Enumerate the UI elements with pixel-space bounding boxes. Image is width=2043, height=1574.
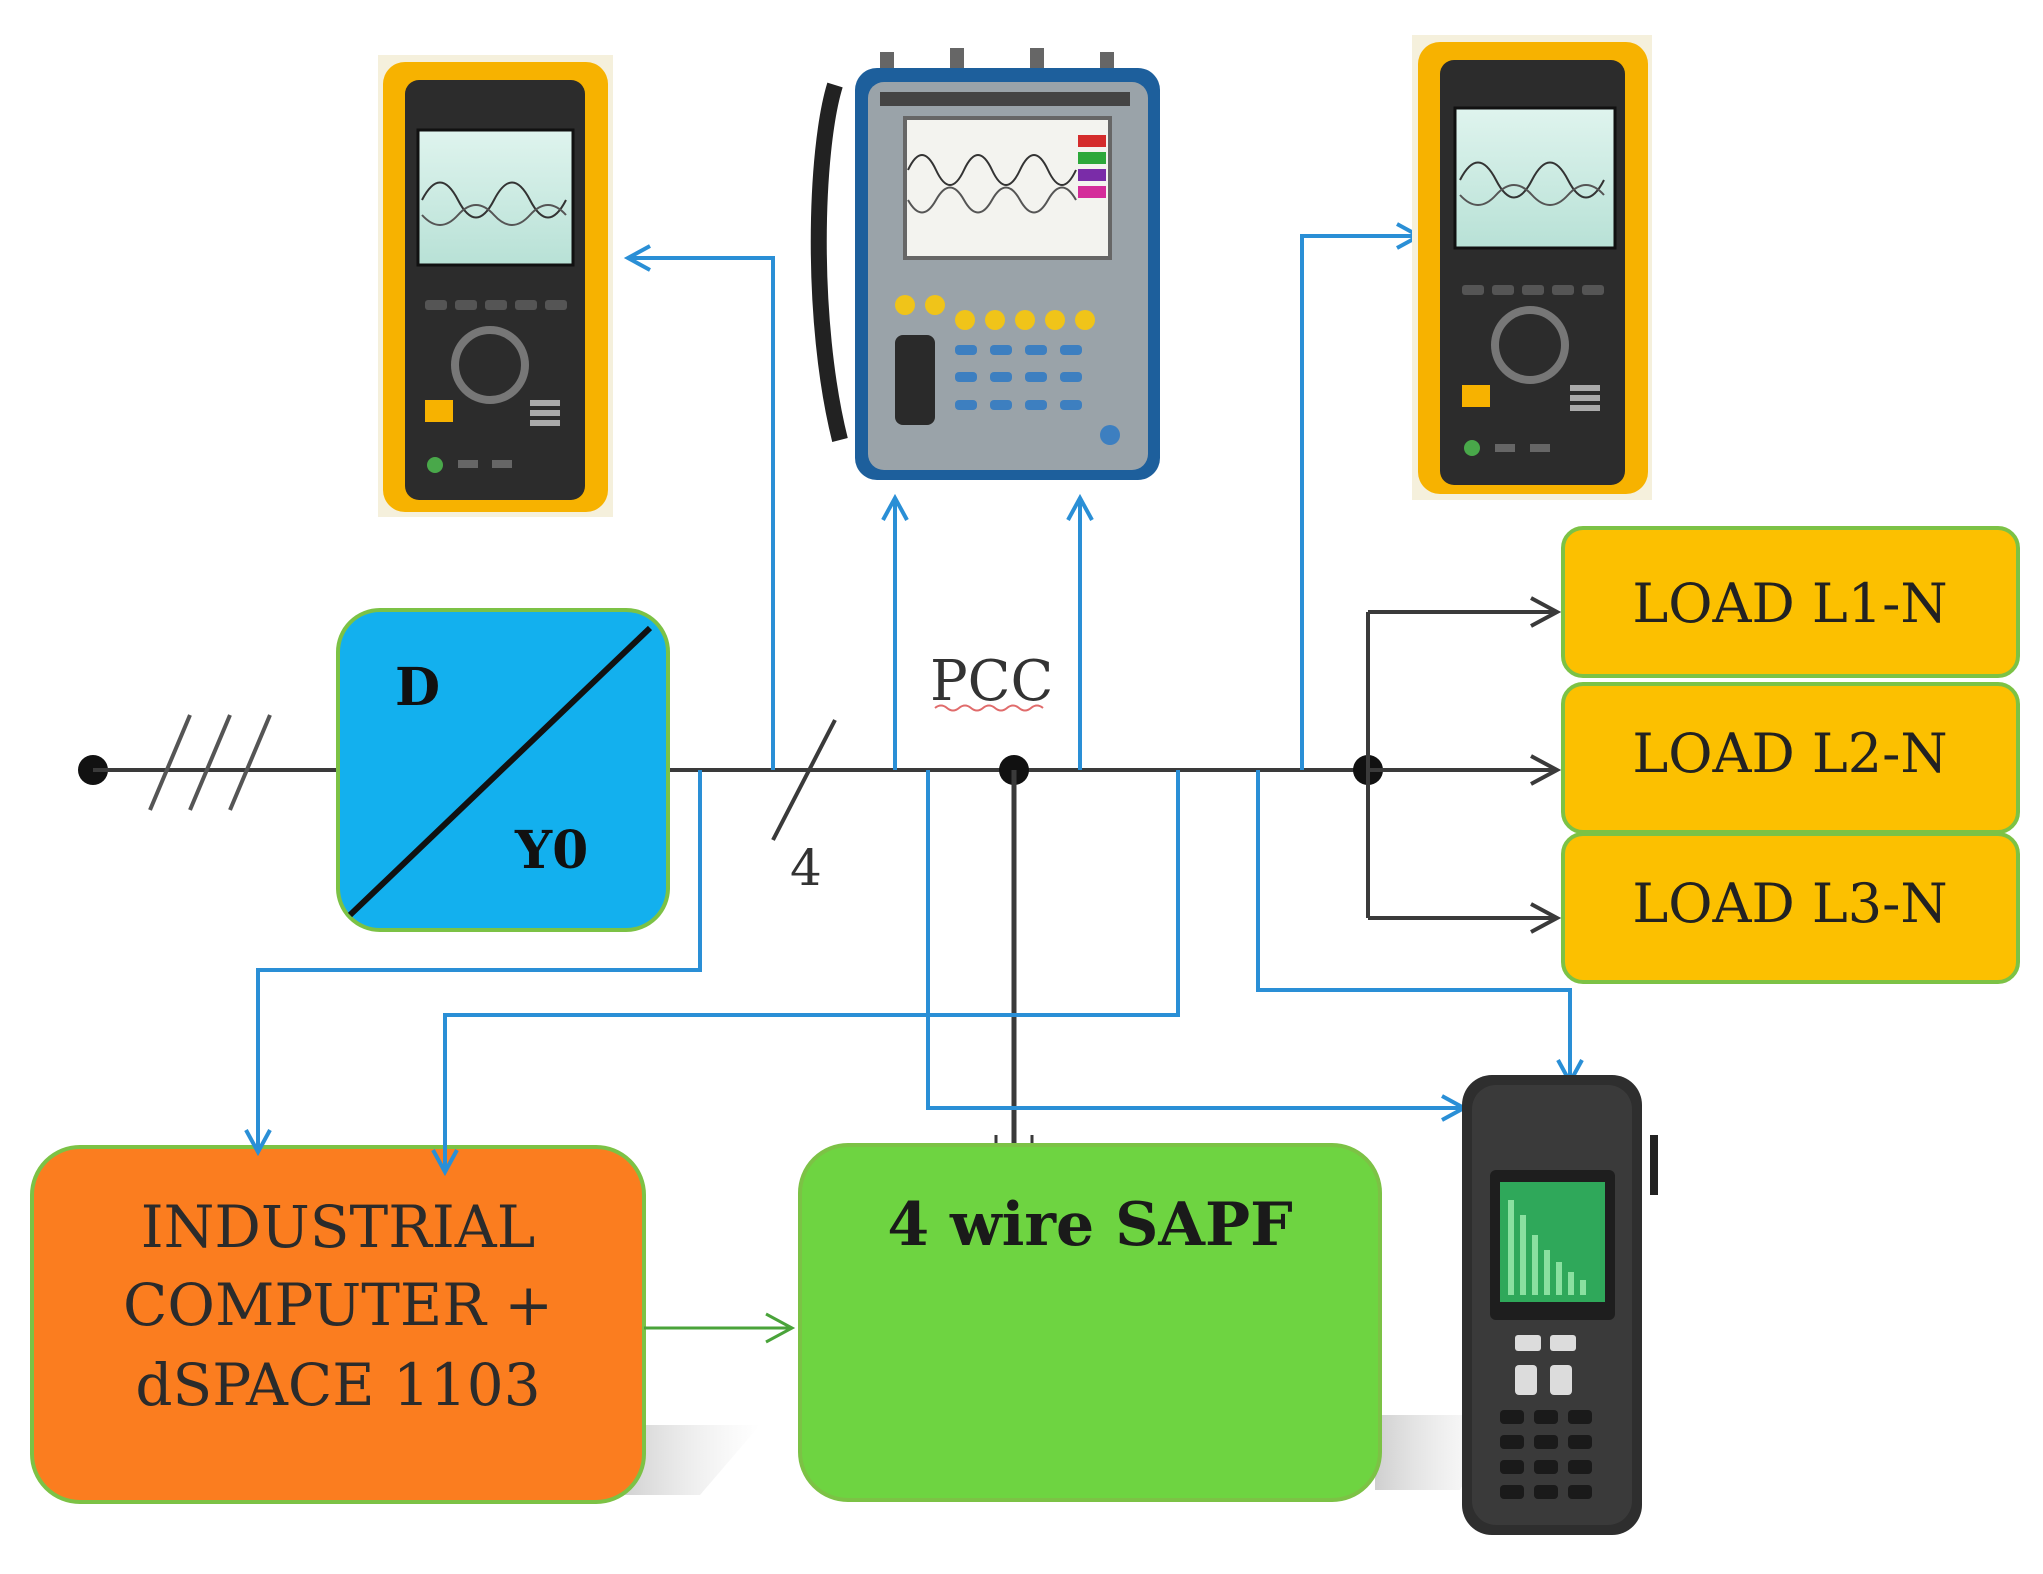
- load-l3: LOAD L3-N: [1561, 832, 2020, 984]
- transformer-diagonal: [347, 625, 653, 918]
- controller-line-1: INDUSTRIAL: [141, 1193, 535, 1261]
- conductor-count-label: 4: [790, 839, 822, 897]
- transformer-d-y0: D Y0: [336, 608, 670, 932]
- phase-slash: [228, 714, 272, 811]
- spell-underline: [934, 704, 1044, 712]
- load-l1: LOAD L1-N: [1561, 526, 2020, 678]
- handheld-meter-icon: [1462, 1075, 1658, 1535]
- load-label: LOAD L2-N: [1632, 722, 1947, 785]
- pcc-label: PCC: [930, 649, 1053, 714]
- transformer-primary-label: D: [395, 657, 440, 718]
- transformer-secondary-label: Y0: [514, 820, 588, 881]
- load-label: LOAD L1-N: [1632, 572, 1947, 635]
- phase-slash: [188, 714, 232, 811]
- phase-slash: [148, 714, 192, 811]
- measurement-signals: [244, 222, 1584, 1177]
- power-analyzer-right-icon: [1412, 35, 1652, 500]
- load-label: LOAD L3-N: [1632, 872, 1947, 935]
- load-l2: LOAD L2-N: [1561, 682, 2020, 834]
- oscilloscope-strap: [810, 82, 848, 442]
- oscilloscope-icon: [810, 48, 1160, 480]
- power-bus: 4 PCC: [78, 596, 1562, 1150]
- controller-line-2: COMPUTER +: [123, 1271, 553, 1339]
- four-conductor-slash: [771, 719, 837, 841]
- four-wire-sapf: 4 wire SAPF: [798, 1143, 1382, 1502]
- controller-shadow: [620, 1425, 760, 1495]
- controller-line-3: dSPACE 1103: [135, 1351, 540, 1419]
- industrial-computer-dspace: INDUSTRIAL COMPUTER + dSPACE 1103: [30, 1145, 646, 1504]
- sapf-label: 4 wire SAPF: [887, 1190, 1292, 1260]
- power-analyzer-left-icon: [378, 55, 613, 517]
